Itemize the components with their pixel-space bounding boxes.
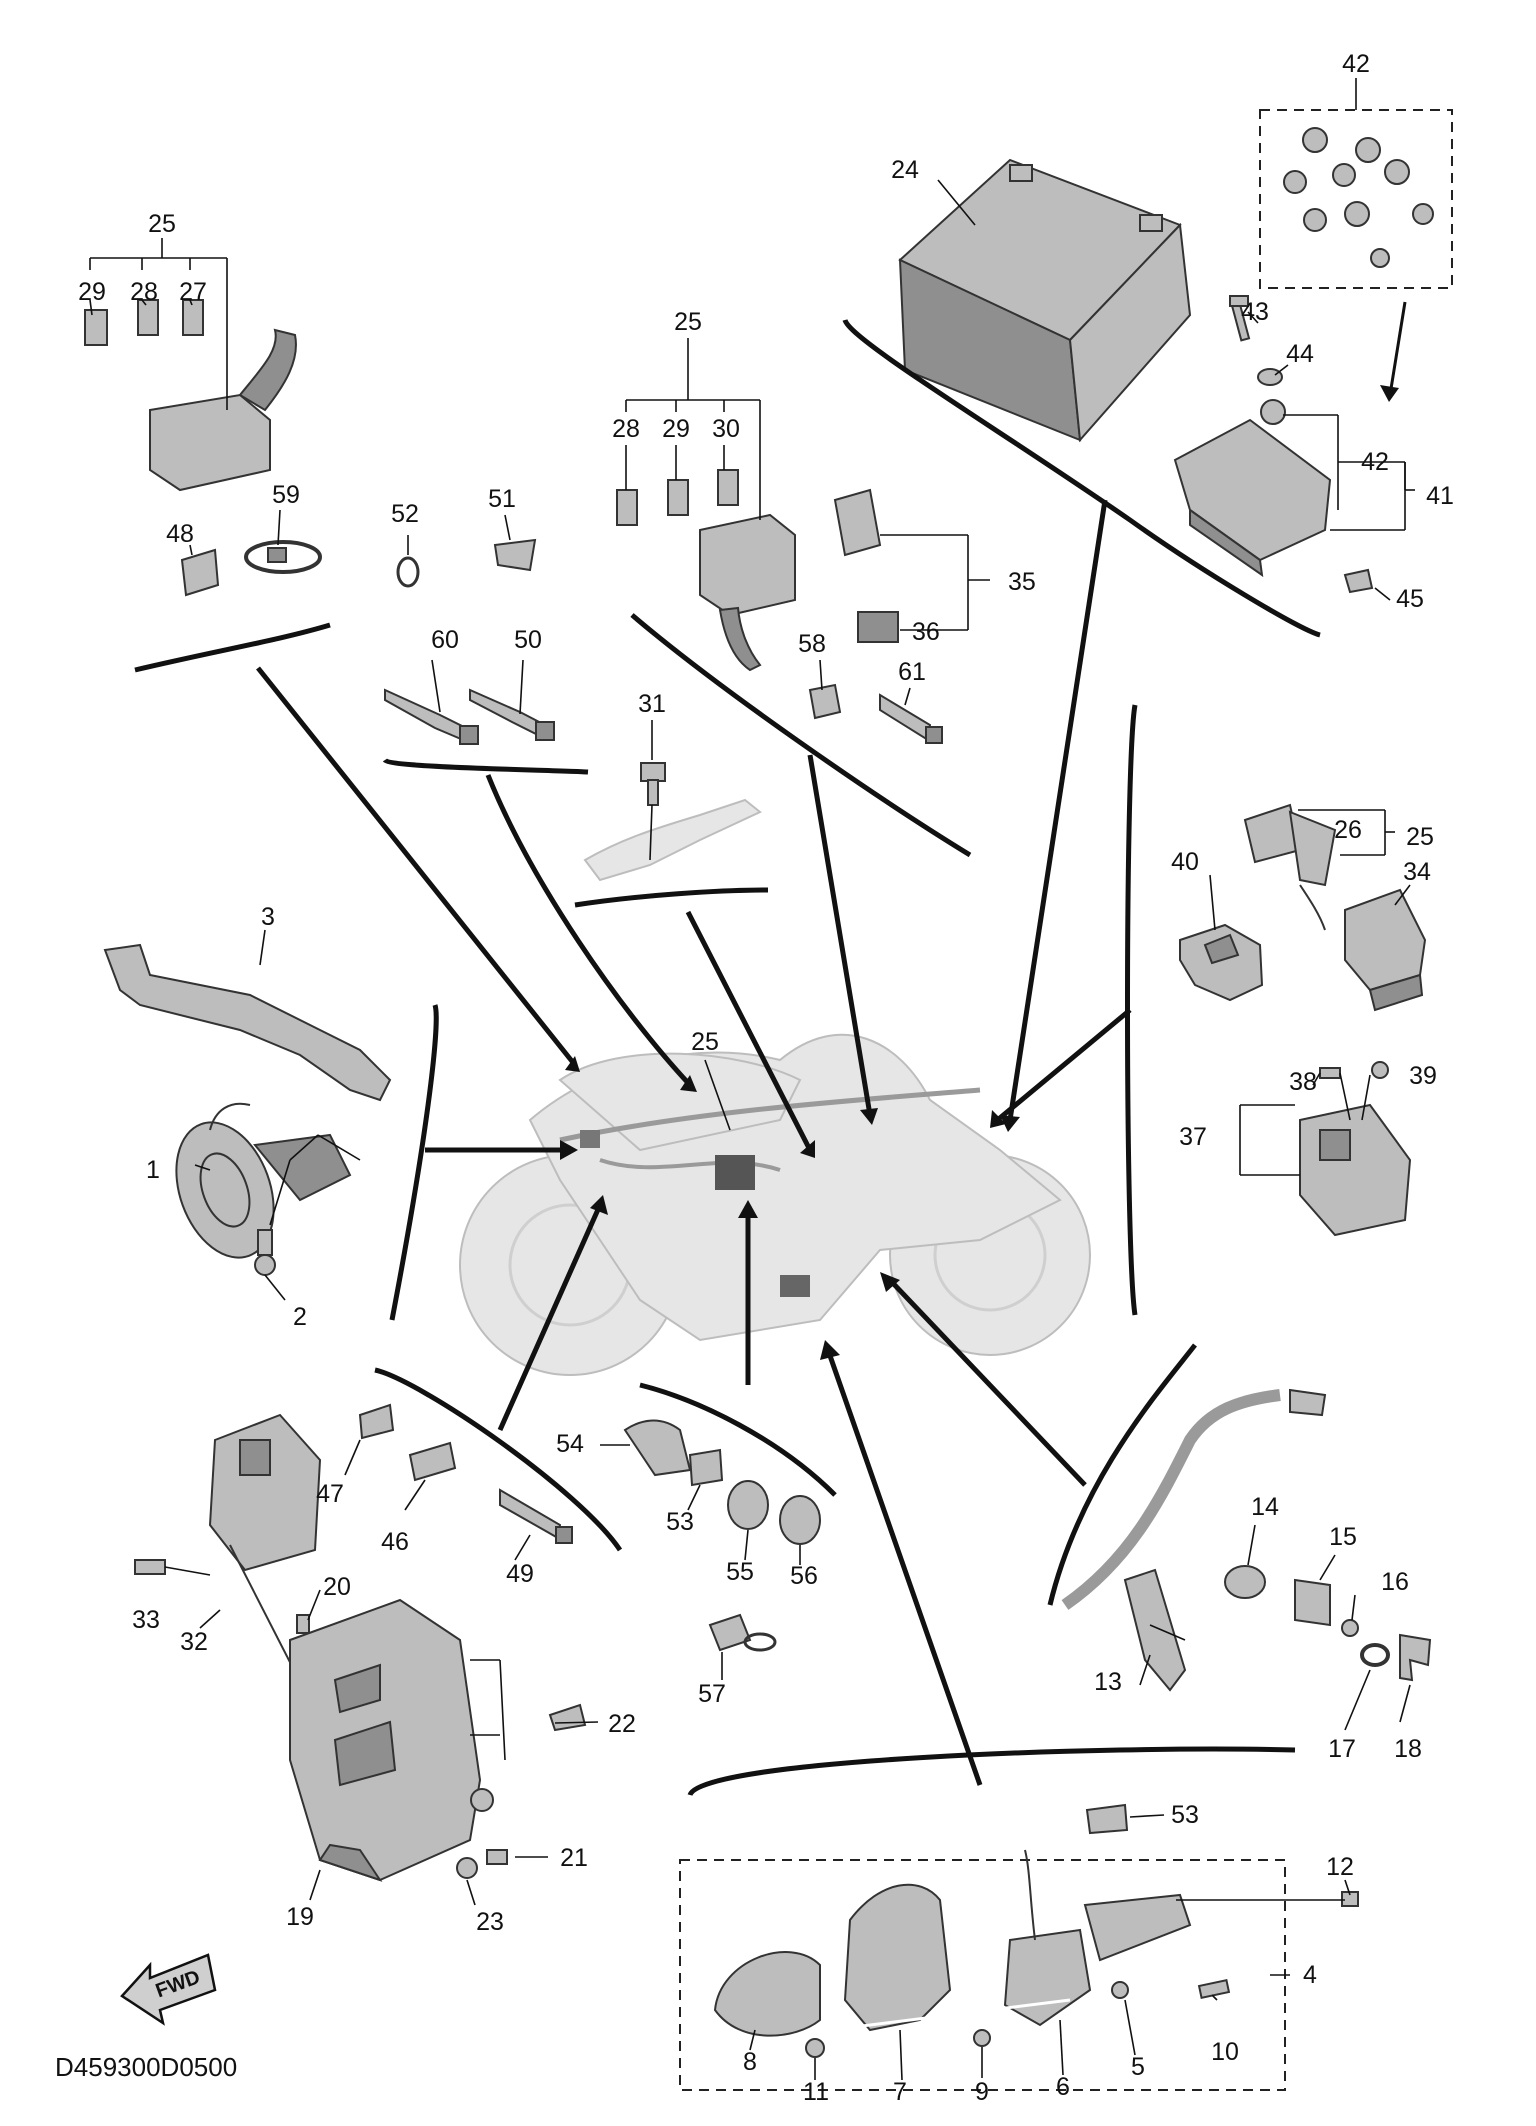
label-8: 8	[743, 2048, 757, 2076]
label-58: 58	[798, 630, 826, 658]
location-arrows	[256, 499, 1132, 1786]
bracket-right	[1125, 704, 1138, 1316]
fwd-arrow-icon	[120, 1953, 217, 2026]
label-55: 55	[726, 1558, 754, 1586]
clamp-group	[600, 1419, 821, 1680]
bracket-ties	[382, 757, 589, 775]
label-34: 34	[1403, 858, 1431, 886]
label-24: 24	[891, 156, 919, 184]
label-53-assembly: 53	[1171, 1801, 1199, 1829]
label-25-center: 25	[691, 1028, 719, 1056]
label-2: 2	[293, 1303, 307, 1331]
label-28-middle: 28	[612, 415, 640, 443]
label-52: 52	[391, 500, 419, 528]
bracket-horn	[389, 1004, 439, 1321]
right-relay-group	[1179, 803, 1427, 1237]
label-20: 20	[323, 1573, 351, 1601]
label-14: 14	[1251, 1493, 1279, 1521]
relay-box-group-middle	[616, 338, 990, 744]
label-25-top-left: 25	[148, 210, 176, 238]
label-4: 4	[1303, 1961, 1317, 1989]
bracket-bolt-31	[574, 887, 769, 908]
label-6: 6	[1056, 2073, 1070, 2101]
label-33: 33	[132, 1606, 160, 1634]
bracket-left-top	[134, 622, 331, 673]
bottom-assembly-group	[679, 1803, 1359, 2091]
label-5: 5	[1131, 2053, 1145, 2081]
label-10: 10	[1211, 2038, 1239, 2066]
bracket-ecu	[374, 1367, 623, 1552]
label-18: 18	[1394, 1735, 1422, 1763]
label-47: 47	[316, 1480, 344, 1508]
motorcycle-silhouette	[459, 1033, 1091, 1376]
label-25-middle: 25	[674, 308, 702, 336]
label-3: 3	[261, 903, 275, 931]
regulator-group	[1173, 78, 1453, 601]
label-32: 32	[180, 1628, 208, 1656]
label-37: 37	[1179, 1123, 1207, 1151]
label-22: 22	[608, 1710, 636, 1738]
horn-group	[103, 929, 392, 1301]
label-61: 61	[898, 658, 926, 686]
label-29-left: 29	[78, 278, 106, 306]
label-27: 27	[179, 278, 207, 306]
label-56: 56	[790, 1562, 818, 1590]
label-49: 49	[506, 1560, 534, 1588]
label-45: 45	[1396, 585, 1424, 613]
label-30: 30	[712, 415, 740, 443]
label-42-lower: 42	[1361, 448, 1389, 476]
bracket-battery	[842, 318, 1321, 638]
label-23: 23	[476, 1908, 504, 1936]
diagram-code: D459300D0500	[55, 2052, 237, 2082]
bracket-middle-relay	[630, 613, 972, 858]
label-31: 31	[638, 690, 666, 718]
relay-box-group-left	[84, 299, 322, 597]
label-48: 48	[166, 520, 194, 548]
label-1: 1	[146, 1156, 160, 1184]
sensor-group	[1061, 1388, 1432, 1731]
label-53-clamps: 53	[666, 1508, 694, 1536]
label-26: 26	[1334, 816, 1362, 844]
label-35: 35	[1008, 568, 1036, 596]
label-25-right: 25	[1406, 823, 1434, 851]
label-15: 15	[1329, 1523, 1357, 1551]
label-54: 54	[556, 1430, 584, 1458]
label-41: 41	[1426, 482, 1454, 510]
bracket-clamps	[639, 1382, 837, 1497]
label-36: 36	[912, 618, 940, 646]
bolt-31-group	[583, 720, 762, 882]
label-44: 44	[1286, 340, 1314, 368]
label-38: 38	[1289, 1068, 1317, 1096]
label-21: 21	[560, 1844, 588, 1872]
label-13: 13	[1094, 1668, 1122, 1696]
label-29-middle: 29	[662, 415, 690, 443]
label-11: 11	[803, 2078, 829, 2106]
label-40: 40	[1171, 848, 1199, 876]
label-51: 51	[488, 485, 516, 513]
label-39: 39	[1409, 1062, 1437, 1090]
label-28-left: 28	[130, 278, 158, 306]
label-57: 57	[698, 1680, 726, 1708]
label-46: 46	[381, 1528, 409, 1556]
label-17: 17	[1328, 1735, 1356, 1763]
ecu-bracket-group	[134, 1403, 599, 1906]
bracket-sensor	[1047, 1343, 1197, 1606]
label-42-top: 42	[1342, 50, 1370, 78]
label-12: 12	[1326, 1853, 1354, 1881]
label-43: 43	[1241, 298, 1269, 326]
label-7: 7	[893, 2078, 907, 2106]
label-60: 60	[431, 626, 459, 654]
label-50: 50	[514, 626, 542, 654]
label-59: 59	[272, 481, 300, 509]
label-19: 19	[286, 1903, 314, 1931]
label-9: 9	[975, 2078, 989, 2106]
label-16: 16	[1381, 1568, 1409, 1596]
relay-box-group-left-leaders	[89, 238, 281, 556]
battery-24	[898, 158, 1192, 443]
clip-tie-group	[384, 514, 555, 745]
bracket-bottom	[687, 1746, 1296, 1797]
